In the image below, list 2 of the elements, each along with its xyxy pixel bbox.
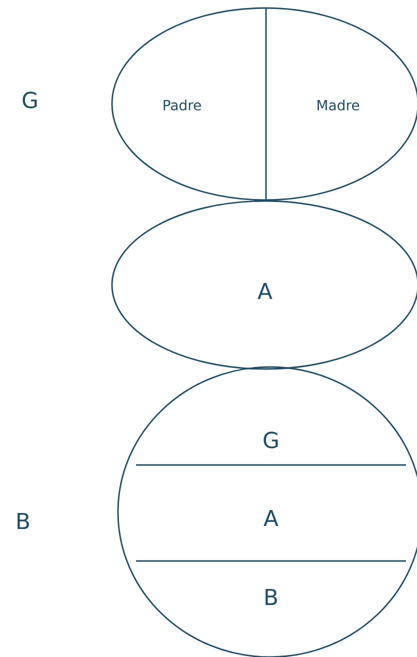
side-label: G — [22, 92, 37, 108]
side-label: B — [18, 512, 29, 530]
